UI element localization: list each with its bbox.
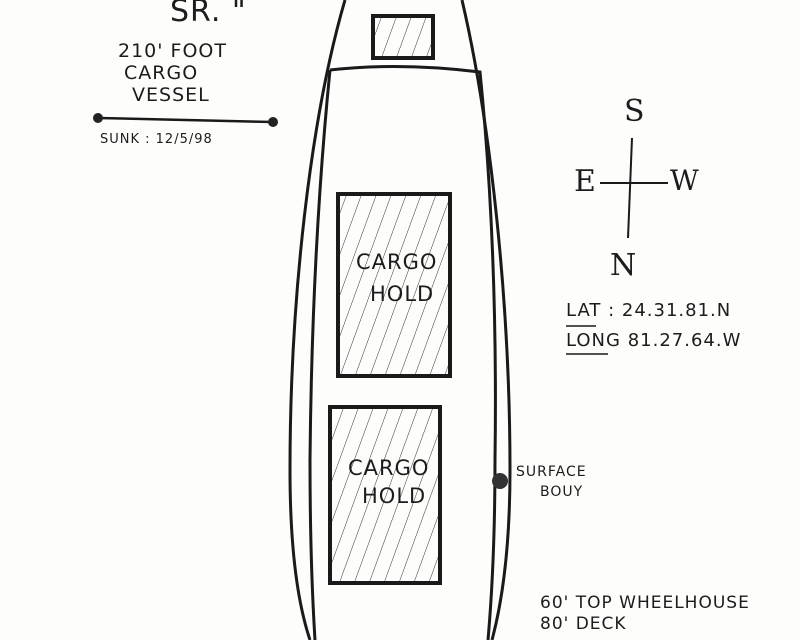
compass-north: N — [610, 248, 638, 283]
hold-2-label-2: HOLD — [362, 484, 427, 508]
compass-south: S — [624, 94, 646, 129]
sunk-date: SUNK : 12/5/98 — [100, 132, 213, 147]
vessel-name: SR. " — [170, 0, 247, 29]
hold-2-label-1: CARGO — [348, 456, 430, 480]
vessel-length: 210' FOOT — [118, 40, 227, 62]
wheelhouse — [371, 14, 435, 60]
compass-rose — [600, 137, 668, 239]
vessel-type-1: CARGO — [124, 62, 199, 84]
vessel-type-2: VESSEL — [132, 84, 210, 106]
longitude: LONG 81.27.64.W — [566, 330, 742, 351]
cargo-hold-1 — [336, 192, 452, 378]
depth-deck: 80' DECK — [540, 614, 627, 634]
compass-west: W — [670, 164, 700, 197]
compass-east: E — [574, 164, 597, 199]
buoy-label-1: SURFACE — [516, 464, 587, 480]
surface-buoy — [492, 473, 508, 489]
hold-1-label-2: HOLD — [370, 282, 435, 306]
buoy-label-2: BOUY — [540, 484, 584, 500]
scale-bar — [97, 116, 274, 124]
latitude: LAT : 24.31.81.N — [566, 300, 732, 321]
depth-wheelhouse: 60' TOP WHEELHOUSE — [540, 593, 750, 613]
deck-outline — [308, 64, 497, 640]
cargo-hold-2 — [328, 405, 442, 585]
hold-1-label-1: CARGO — [356, 250, 438, 274]
